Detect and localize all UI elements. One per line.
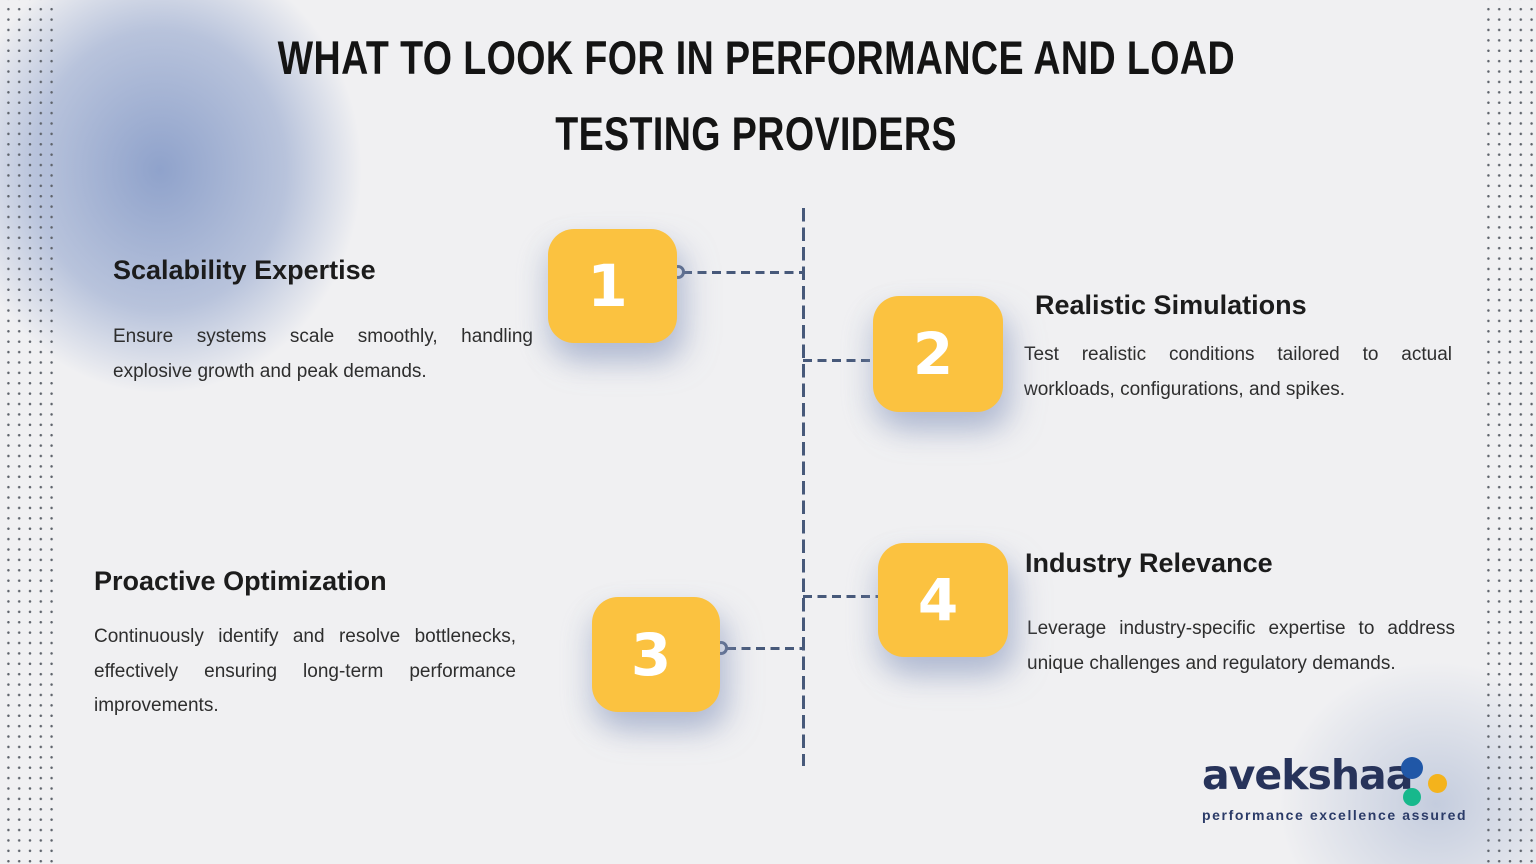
connector-step-2 bbox=[803, 359, 874, 362]
step-number: 4 bbox=[917, 566, 959, 634]
avekshaa-logo-wordmark: avekshaa bbox=[1202, 751, 1413, 799]
step-card-3: 3 bbox=[592, 597, 720, 712]
step-number: 2 bbox=[912, 320, 954, 388]
step-number: 1 bbox=[587, 252, 628, 320]
timeline-vertical-line bbox=[802, 208, 805, 766]
step-card-2: 2 bbox=[873, 296, 1003, 412]
logo-dot-blue-icon bbox=[1401, 757, 1423, 779]
connector-step-1 bbox=[683, 271, 803, 274]
dot-grid-left bbox=[0, 0, 54, 864]
step-number: 3 bbox=[630, 620, 672, 689]
page-title: WHAT TO LOOK FOR IN PERFORMANCE AND LOAD… bbox=[0, 26, 1524, 178]
corner-gradient-top-left bbox=[0, 0, 440, 480]
page-title-line-2: TESTING PROVIDERS bbox=[555, 107, 957, 160]
step-heading-optimization: Proactive Optimization bbox=[94, 566, 387, 596]
logo-dot-yellow-icon bbox=[1428, 774, 1447, 793]
step-body-simulations: Test realistic conditions tailored to ac… bbox=[1024, 344, 1452, 400]
step-body-industry: Leverage industry-specific expertise to … bbox=[1027, 618, 1455, 674]
step-body-scalability: Ensure systems scale smoothly, handling … bbox=[113, 326, 533, 382]
step-body-optimization: Continuously identify and resolve bottle… bbox=[94, 626, 516, 716]
logo-dot-green-icon bbox=[1403, 788, 1421, 806]
dot-grid-right bbox=[1480, 0, 1536, 864]
connector-step-3 bbox=[727, 647, 804, 650]
step-card-4: 4 bbox=[878, 543, 1008, 657]
step-heading-simulations: Realistic Simulations bbox=[1035, 290, 1307, 320]
logo-tagline: performance excellence assured bbox=[1202, 807, 1468, 823]
step-heading-industry: Industry Relevance bbox=[1025, 548, 1273, 578]
page-title-line-1: WHAT TO LOOK FOR IN PERFORMANCE AND LOAD bbox=[277, 31, 1235, 84]
step-card-1: 1 bbox=[548, 229, 677, 343]
step-heading-scalability: Scalability Expertise bbox=[113, 255, 376, 285]
connector-step-4 bbox=[803, 595, 879, 598]
